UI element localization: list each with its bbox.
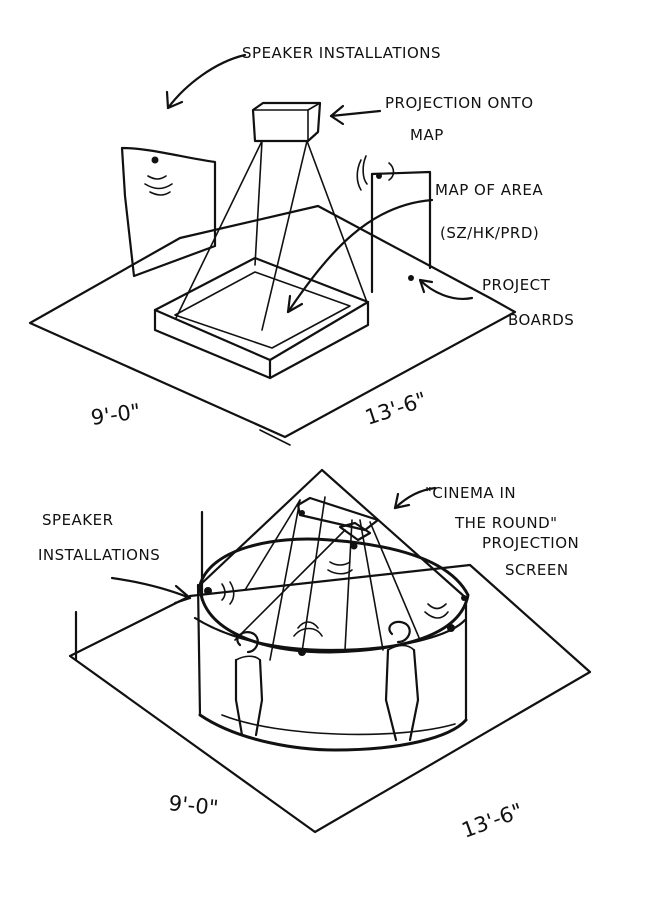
dimension-bottom-right: 13'-6" bbox=[459, 799, 526, 843]
dimension-bottom-left: 9'-0" bbox=[167, 791, 219, 820]
top-sketch: SPEAKER INSTALLATIONS PROJECTION ONTO MA… bbox=[30, 44, 574, 445]
dimension-top-right: 13'-6" bbox=[362, 387, 429, 429]
label-speaker-installations-bottom-line2: INSTALLATIONS bbox=[38, 546, 160, 564]
bottom-sketch: "CINEMA IN THE ROUND" PROJECTION SCREEN … bbox=[38, 470, 590, 843]
label-cinema-line1: "CINEMA IN bbox=[425, 484, 516, 502]
dimension-top-left: 9'-0" bbox=[89, 399, 142, 430]
label-cinema-line2: THE ROUND" bbox=[454, 514, 558, 532]
label-map-of-area-line2: (SZ/HK/PRD) bbox=[440, 224, 539, 242]
label-speaker-installations-top: SPEAKER INSTALLATIONS bbox=[242, 44, 441, 62]
label-map-of-area-line1: MAP OF AREA bbox=[435, 181, 543, 199]
label-projection-onto-map-line1: PROJECTION ONTO bbox=[385, 94, 534, 112]
arrow-speaker-installations-top bbox=[168, 55, 245, 108]
speaker-panel-left bbox=[122, 148, 215, 276]
speaker-dots bbox=[204, 562, 467, 656]
label-cinema-line3: PROJECTION bbox=[482, 534, 579, 552]
map-platform bbox=[155, 258, 368, 378]
label-project-boards-line2: BOARDS bbox=[508, 311, 574, 329]
label-projection-onto-map-line2: MAP bbox=[410, 126, 444, 144]
bottom-floor-plane bbox=[70, 565, 590, 832]
label-project-boards-line1: PROJECT bbox=[482, 276, 551, 294]
label-cinema-line4: SCREEN bbox=[505, 561, 569, 579]
arrow-projection-onto-map bbox=[331, 111, 380, 116]
visitor-figure-left bbox=[236, 632, 262, 735]
arrow-project-boards bbox=[420, 280, 472, 299]
label-speaker-installations-bottom-line1: SPEAKER bbox=[42, 511, 114, 529]
projector-box bbox=[253, 103, 320, 141]
visitor-figure-right bbox=[386, 622, 418, 740]
